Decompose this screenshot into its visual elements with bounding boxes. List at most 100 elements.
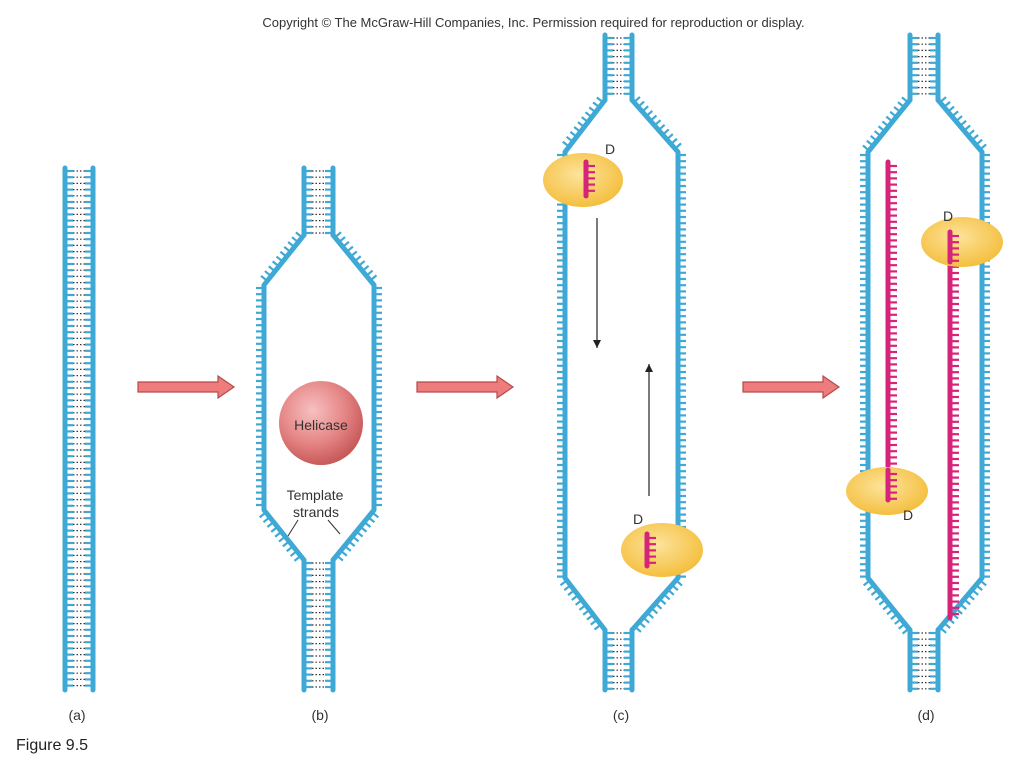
panel-d-bubble-right [935,96,990,634]
strand-base [369,274,378,282]
panel-label-b: (b) [311,707,329,723]
strand-base [279,250,288,258]
strand-base [289,550,298,557]
strand-base [889,110,898,118]
strand-base [870,135,878,142]
strand-base [675,579,683,587]
panel-d-duplex-bottom-left [907,627,918,693]
process-arrow-2 [416,374,515,400]
new-strand-d-right-end [947,229,959,265]
strand-base [870,589,879,596]
strand-base [334,231,342,239]
strand-base [898,622,906,630]
strand-base [287,241,296,248]
panel-c-duplex-bottom-right [624,627,635,693]
strand-base [365,269,374,277]
strand-base [268,265,276,273]
strand-base [574,599,583,606]
strand-base [862,579,871,587]
strand-base [274,530,283,538]
panel-d-duplex-bottom-right [930,627,941,693]
strand-base [646,611,654,619]
strand-base [590,618,598,626]
strand-base [657,123,666,131]
figure-label: Figure 9.5 [16,737,89,754]
strand-base [562,140,570,148]
strand-base [662,128,670,136]
strand-base [979,143,987,151]
strand-base [563,584,572,592]
strand-base [947,105,955,113]
strand-base [357,260,366,267]
template-strands-label-line1: Template [287,487,344,503]
strand-base [939,626,947,634]
strand-base [336,554,344,562]
strand-base [642,616,650,624]
strand-backbone [330,232,377,563]
strand-base [650,607,659,615]
strand-base [582,608,591,616]
strand-base [670,137,678,145]
strand-base [897,101,905,109]
strand-base [286,545,294,553]
strand-base [971,588,979,596]
new-strand-d-right [947,235,959,621]
strand-base [955,115,963,123]
direction-arrow-head [593,340,601,348]
strand-base [939,96,947,104]
strand-base [886,608,894,616]
strand-base [667,588,675,596]
strand-base [295,231,303,239]
strand-base [959,603,967,610]
panel-b-duplex-top-right [325,165,336,238]
direction-arrow-head [645,364,653,372]
strand-base [359,525,368,533]
strand-base [881,120,890,128]
dna-polymerase-d-top [921,217,1003,267]
strand-base [258,511,267,519]
panel-c-duplex-top-right [624,32,635,103]
new-strand-d-left [885,159,897,503]
strand-base [893,106,902,113]
strand-base [283,246,292,253]
strand-base [979,579,987,587]
strand-base [565,135,574,143]
strand-base [371,511,379,519]
panel-b-duplex-bottom-bonds [312,562,325,688]
panel-c-duplex-bottom-bonds [613,632,624,690]
strand-base [882,603,891,611]
strand-base [877,125,886,133]
dna-strands [62,32,990,693]
strand-base [581,116,589,123]
panel-label-a: (a) [68,707,86,723]
strand-base [584,111,593,118]
strand-base [641,105,649,113]
panel-d-duplex-top-right [930,32,941,103]
strand-base [567,589,576,596]
panel-c-duplex-top-left [602,32,613,103]
strand-base [361,264,370,272]
strand-base [975,584,983,592]
strand-base [338,236,346,243]
panel-c-bubble-right [629,96,686,633]
strand-base [271,260,280,268]
strand-base [345,245,354,253]
strand-base [951,110,959,118]
strand-base [573,126,582,133]
strand-base [653,119,662,127]
strand-base [363,521,372,528]
direction-arrow-up [645,364,653,496]
process-arrow-1 [137,374,236,400]
strand-backbone [935,97,985,633]
strand-base [270,526,279,533]
strand-base [890,613,898,620]
strand-base [866,584,875,592]
strand-base [347,540,356,548]
new-strand-d-left-end [885,467,897,503]
strand-base [578,604,587,611]
strand-base [593,623,602,631]
strand-base [878,598,887,606]
strand-base [355,530,364,538]
strand-base [260,275,268,282]
